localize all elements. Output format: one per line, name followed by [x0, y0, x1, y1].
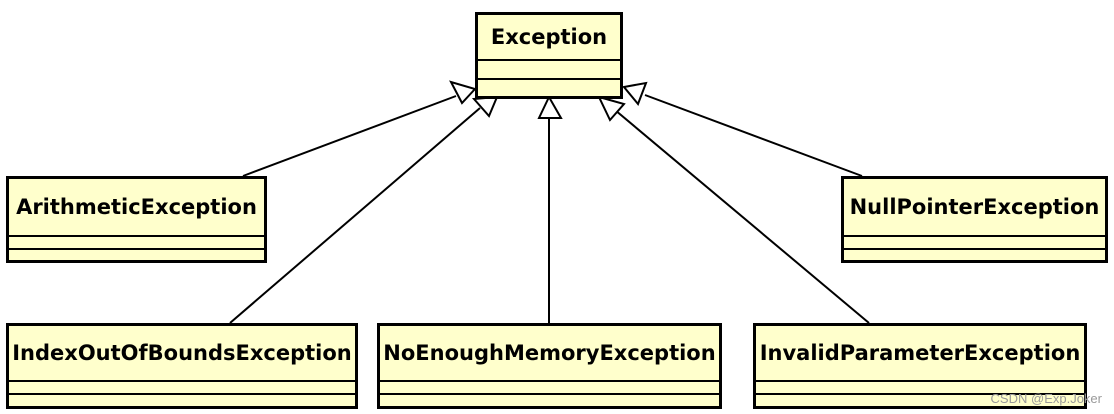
class-arithmetic-exception[interactable]: ArithmeticException: [6, 176, 267, 263]
arrowhead-arithmetic: [449, 80, 477, 105]
class-name: InvalidParameterException: [759, 341, 1081, 365]
class-indexoutofbounds-exception[interactable]: IndexOutOfBoundsException: [6, 323, 358, 409]
class-methods-compartment: [844, 247, 1105, 261]
class-attributes-compartment: [844, 235, 1105, 248]
class-methods-compartment: [478, 77, 620, 97]
edge-nullpointer-exception: [644, 94, 863, 177]
class-attributes-compartment: [756, 380, 1084, 393]
class-methods-compartment: [9, 247, 264, 261]
class-methods-compartment: [9, 393, 355, 406]
class-methods-compartment: [756, 393, 1084, 406]
arrowhead-nullpointer: [622, 81, 648, 106]
class-attributes-compartment: [380, 380, 719, 393]
class-attributes-compartment: [478, 59, 620, 78]
edge-arithmetic-exception: [242, 95, 457, 177]
edge-indexoutofbounds-exception: [229, 107, 481, 324]
class-methods-compartment: [380, 393, 719, 406]
class-name: ArithmeticException: [16, 195, 257, 219]
arrowhead-noenoughmemory: [537, 94, 563, 119]
class-noenoughmemory-exception[interactable]: NoEnoughMemoryException: [377, 323, 722, 409]
watermark: CSDN @Exp.Joker: [990, 391, 1102, 406]
arrowhead-invalidparameter: [597, 95, 626, 122]
class-name: IndexOutOfBoundsException: [12, 341, 352, 365]
edge-invalidparameter-exception: [614, 109, 870, 324]
class-attributes-compartment: [9, 235, 264, 248]
class-attributes-compartment: [9, 380, 355, 393]
class-name: NoEnoughMemoryException: [383, 341, 716, 365]
class-invalidparameter-exception[interactable]: InvalidParameterException: [753, 323, 1087, 409]
arrowhead-indexoutofbounds: [471, 95, 499, 118]
class-exception[interactable]: Exception: [475, 12, 623, 99]
class-nullpointer-exception[interactable]: NullPointerException: [841, 176, 1108, 263]
class-name: NullPointerException: [849, 195, 1100, 219]
class-name: Exception: [490, 25, 608, 49]
